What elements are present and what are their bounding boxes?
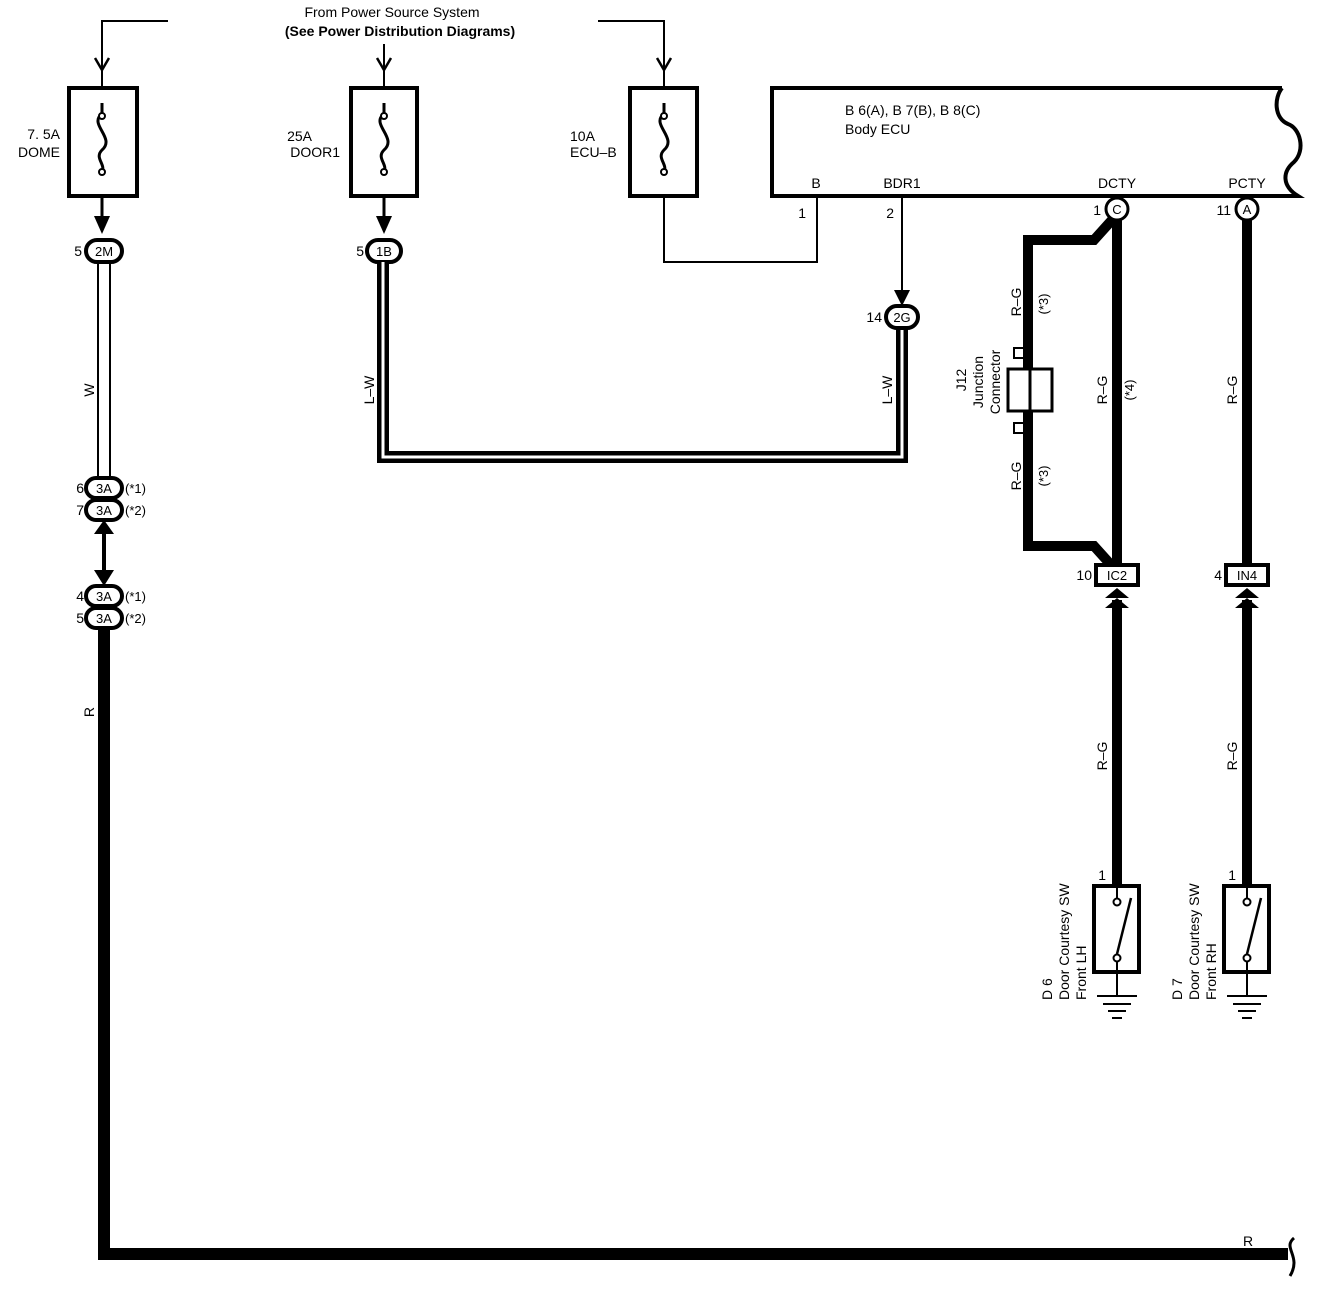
door-courtesy-switch-rh: 1 D 7 Door Courtesy SW Front RH <box>1169 867 1271 1019</box>
svg-text:1B: 1B <box>376 244 392 259</box>
ecu-terminal-pcty: PCTY <box>1228 175 1266 191</box>
connector-1b: 1B 5 <box>356 238 403 264</box>
svg-text:Door Courtesy SW: Door Courtesy SW <box>1056 883 1072 1000</box>
svg-text:Front LH: Front LH <box>1073 946 1089 1000</box>
svg-text:4: 4 <box>76 588 84 604</box>
fuse-door1-amp: 25A <box>287 128 313 144</box>
svg-text:1: 1 <box>1098 867 1106 883</box>
fuse-dome-name: DOME <box>18 144 60 160</box>
svg-text:C: C <box>1112 202 1121 217</box>
svg-text:3A: 3A <box>96 611 112 626</box>
svg-text:D 6: D 6 <box>1039 978 1055 1000</box>
svg-text:3A: 3A <box>96 481 112 496</box>
svg-text:10: 10 <box>1076 567 1092 583</box>
wire-label-w: W <box>81 383 97 397</box>
svg-text:6: 6 <box>76 480 84 496</box>
wire-label-rg-rh: R–G <box>1224 742 1240 771</box>
wire-lw-outer <box>377 262 908 463</box>
ecu-pin-pcty: 11 <box>1216 202 1231 218</box>
connector-3a-pin6: 3A 6 (*1) <box>76 476 146 500</box>
wire-ecu-b-to-b <box>663 196 818 263</box>
svg-text:IC2: IC2 <box>1107 568 1127 583</box>
ecu-pin-bdr1: 2 <box>886 205 894 221</box>
wire-note4: (*4) <box>1122 380 1137 401</box>
wire-label-rg-j-bottom: R–G <box>1008 462 1024 491</box>
ecu-connectors: B 6(A), B 7(B), B 8(C) <box>845 102 980 118</box>
junction-line1: Junction <box>970 356 986 408</box>
svg-text:4: 4 <box>1214 567 1222 583</box>
door-courtesy-switch-lh: 1 D 6 Door Courtesy SW Front LH <box>1039 867 1141 1019</box>
svg-text:(*1): (*1) <box>125 481 146 496</box>
wire-label-r-bottom: R <box>1243 1233 1253 1249</box>
connector-3a-pin5: 3A 5 (*2) <box>76 606 146 630</box>
connector-3a-pin4: 3A 4 (*1) <box>76 584 146 608</box>
ecu-pin-dcty: 1 <box>1093 202 1101 218</box>
svg-text:5: 5 <box>356 243 364 259</box>
svg-text:2G: 2G <box>893 310 910 325</box>
fuse-door1: 25A DOOR1 <box>287 44 419 234</box>
svg-text:IN4: IN4 <box>1237 568 1257 583</box>
svg-text:7: 7 <box>76 502 84 518</box>
wire-label-lw-left: L–W <box>361 375 377 405</box>
wire-label-r-left: R <box>81 707 97 717</box>
wire-label-rg-dcty: R–G <box>1094 376 1110 405</box>
fuse-ecu-b: 10A ECU–B <box>570 20 699 198</box>
connector-in4: IN4 4 <box>1214 563 1270 587</box>
connector-2m: 2M 5 <box>74 238 124 264</box>
fuse-ecu-b-name: ECU–B <box>570 144 617 160</box>
ecu-name: Body ECU <box>845 121 910 137</box>
connector-ic2: IC2 10 <box>1076 563 1140 587</box>
ecu-pin-b: 1 <box>798 205 806 221</box>
fuse-dome: 7. 5A DOME <box>18 20 168 234</box>
ecu-terminal-bdr1: BDR1 <box>883 175 921 191</box>
wire-note3-bottom: (*3) <box>1036 466 1051 487</box>
svg-text:2M: 2M <box>95 244 113 259</box>
wire-label-lw-right: L–W <box>879 375 895 405</box>
svg-text:3A: 3A <box>96 589 112 604</box>
svg-text:(*2): (*2) <box>125 503 146 518</box>
junction-id: J12 <box>953 369 969 392</box>
junction-line2: Connector <box>987 349 1003 414</box>
power-source-line1: From Power Source System <box>304 4 479 20</box>
body-ecu: B 6(A), B 7(B), B 8(C) Body ECU B BDR1 D… <box>770 86 1305 221</box>
svg-text:D 7: D 7 <box>1169 978 1185 1000</box>
wire-note3-top: (*3) <box>1036 294 1051 315</box>
svg-text:(*2): (*2) <box>125 611 146 626</box>
svg-text:Door Courtesy SW: Door Courtesy SW <box>1186 883 1202 1000</box>
svg-text:5: 5 <box>76 610 84 626</box>
wire-label-rg-j-top: R–G <box>1008 288 1024 317</box>
ecu-terminal-b: B <box>811 175 820 191</box>
fuse-dome-amp: 7. 5A <box>27 126 60 142</box>
wire-label-rg-pcty: R–G <box>1224 376 1240 405</box>
wire-r <box>98 628 1288 1260</box>
ecu-terminal-circle-a: A <box>1234 196 1260 222</box>
connector-3a-pin7: 3A 7 (*2) <box>76 498 146 522</box>
svg-text:Front RH: Front RH <box>1203 943 1219 1000</box>
svg-text:3A: 3A <box>96 503 112 518</box>
svg-text:(*1): (*1) <box>125 589 146 604</box>
fuse-door1-name: DOOR1 <box>290 144 340 160</box>
svg-text:14: 14 <box>866 309 882 325</box>
svg-text:1: 1 <box>1228 867 1236 883</box>
junction-connector-j12: J12 Junction Connector <box>953 347 1054 434</box>
fuse-ecu-b-amp: 10A <box>570 128 596 144</box>
connector-2g: 2G 14 <box>866 304 920 330</box>
svg-text:5: 5 <box>74 243 82 259</box>
ecu-terminal-circle-c: C <box>1104 196 1130 222</box>
wire-label-rg-lh: R–G <box>1094 742 1110 771</box>
power-source-line2: (See Power Distribution Diagrams) <box>285 23 515 39</box>
ecu-terminal-dcty: DCTY <box>1098 175 1137 191</box>
svg-text:A: A <box>1243 202 1252 217</box>
